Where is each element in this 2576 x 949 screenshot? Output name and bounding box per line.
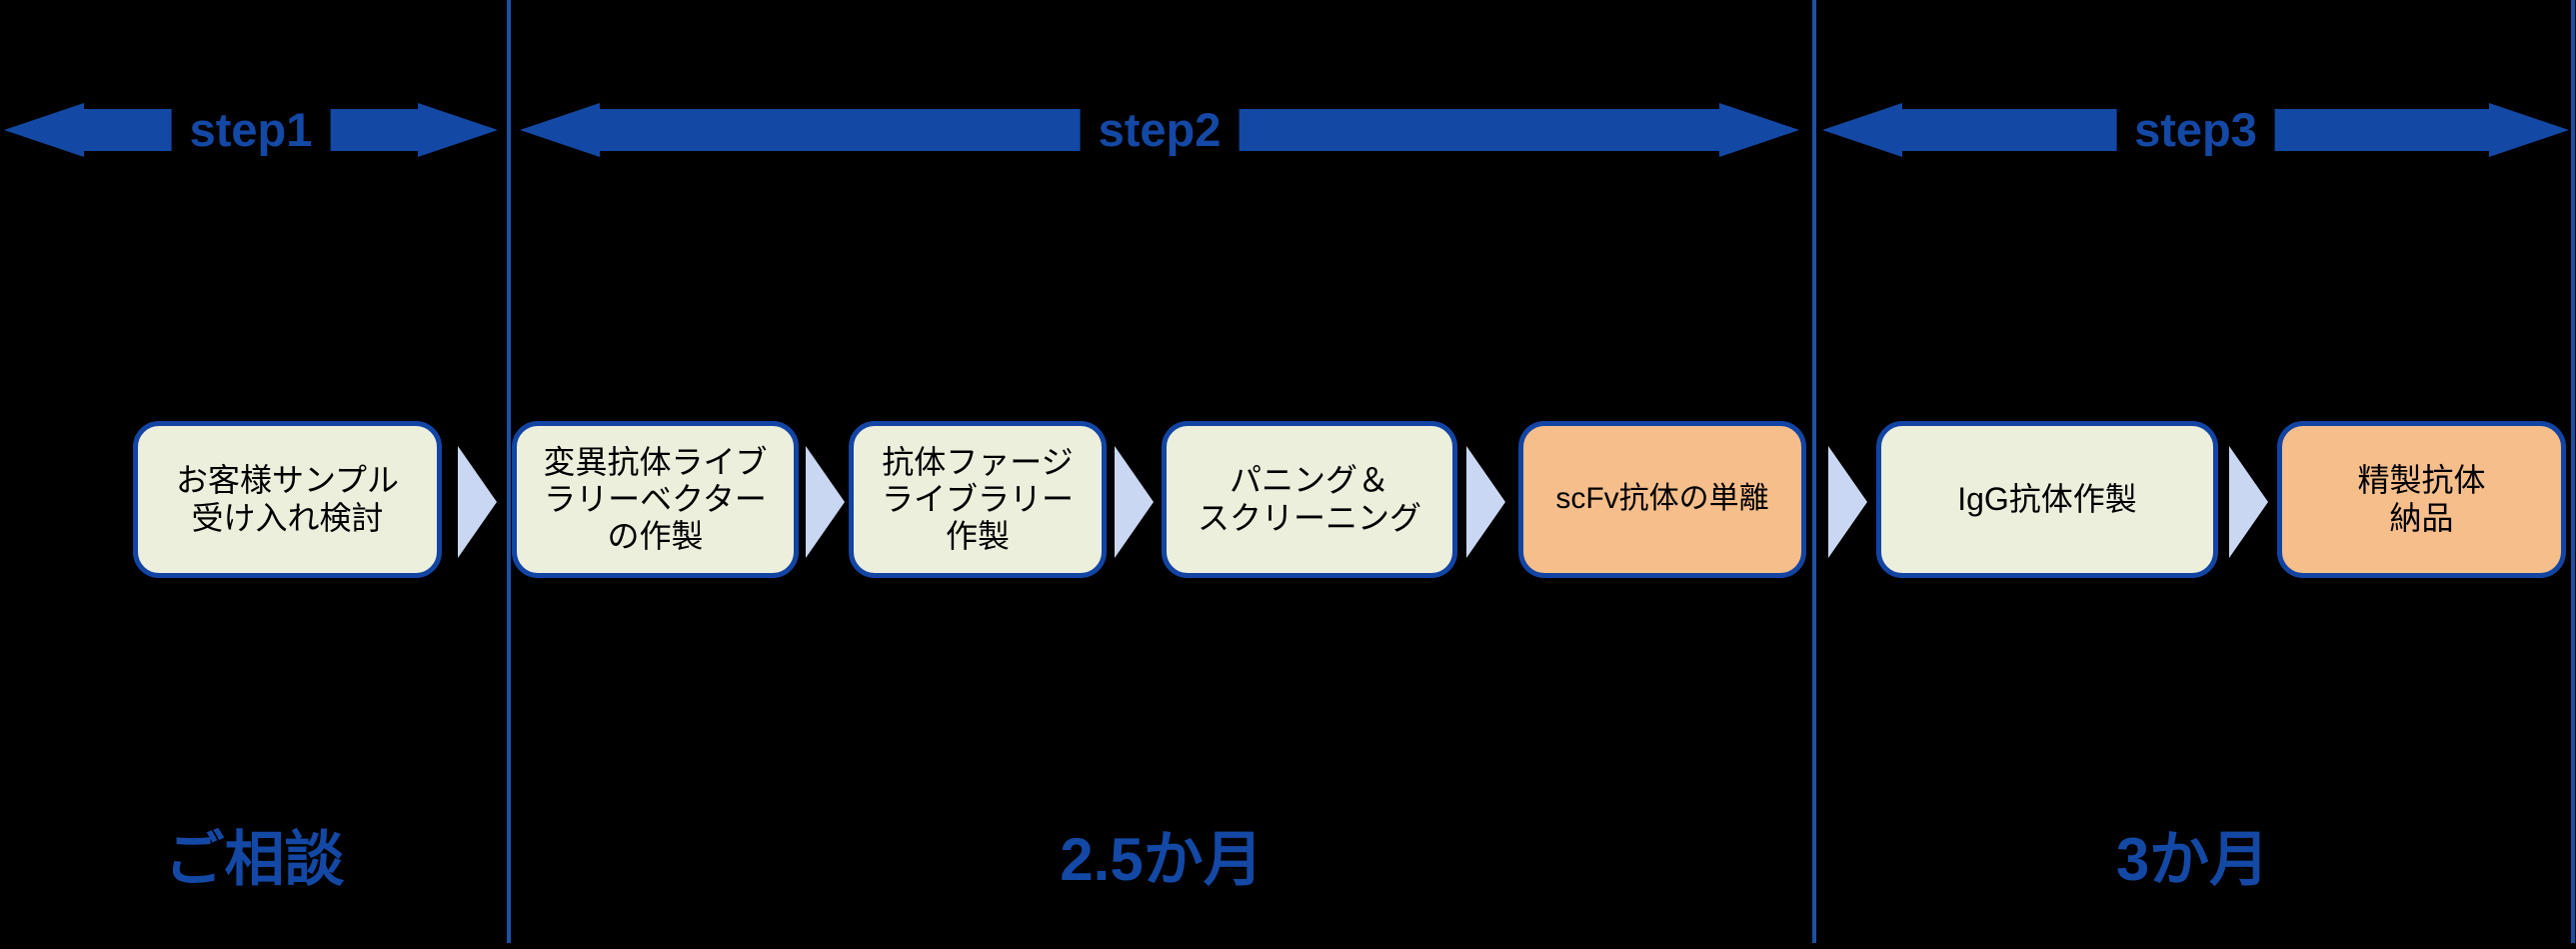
divider-step2-step3 — [1812, 0, 1816, 943]
process-box-sample-receipt: お客様サンプル 受け入れ検討 — [133, 421, 442, 578]
duration-step2: 2.5か月 — [1060, 826, 1264, 893]
connector-arrow-icon — [806, 446, 845, 558]
duration-step1: ご相談 — [164, 826, 345, 893]
arrow-right-head-icon — [1719, 103, 1799, 157]
connector-arrow-icon — [1115, 446, 1154, 558]
connector-arrow-icon — [1828, 446, 1867, 558]
process-box-purified-delivery: 精製抗体 納品 — [2277, 421, 2566, 578]
arrow-left-head-icon — [520, 103, 600, 157]
connector-arrow-icon — [458, 446, 497, 558]
step1-header-arrow: step1 — [4, 103, 498, 157]
divider-right-edge — [2571, 0, 2575, 943]
arrow-right-head-icon — [2489, 103, 2569, 157]
connector-arrow-icon — [1466, 446, 1505, 558]
process-box-panning-screening: パニング＆ スクリーニング — [1162, 421, 1457, 578]
duration-step3: 3か月 — [2115, 826, 2270, 893]
process-box-scfv-isolation: scFv抗体の単離 — [1518, 421, 1806, 578]
connector-arrow-icon — [2229, 446, 2268, 558]
step2-header-arrow: step2 — [520, 103, 1799, 157]
arrow-left-head-icon — [1822, 103, 1902, 157]
step3-header-arrow: step3 — [1822, 103, 2569, 157]
process-box-igg-production: IgG抗体作製 — [1876, 421, 2218, 578]
process-box-phage-library: 抗体ファージ ライブラリー 作製 — [849, 421, 1107, 578]
step3-label: step3 — [2116, 103, 2275, 157]
step1-label: step1 — [171, 103, 331, 157]
step2-label: step2 — [1080, 103, 1240, 157]
divider-step1-step2 — [507, 0, 511, 943]
process-box-library-vector: 変異抗体ライブ ラリーベクター の作製 — [512, 421, 799, 578]
arrow-left-head-icon — [4, 103, 84, 157]
arrow-right-head-icon — [418, 103, 498, 157]
